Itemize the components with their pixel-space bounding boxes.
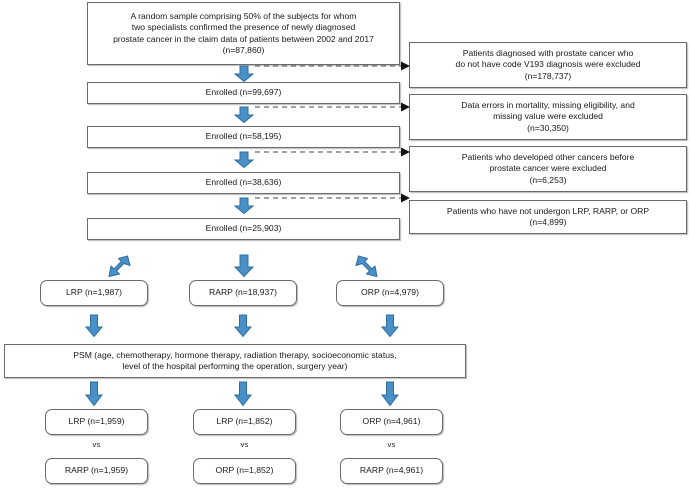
source-line-1: A random sample comprising 50% of the su… — [130, 10, 357, 21]
down-arrow-icon-spine-4 — [233, 197, 255, 215]
node-exclusion-3: Patients who developed other cancers bef… — [409, 146, 687, 192]
node-comparison-3-bottom: RARP (n=4,961) — [340, 458, 443, 484]
psm-line-1: PSM (age, chemotherapy, hormone therapy,… — [73, 349, 397, 360]
exclusion-1-line-3: (n=178,737) — [524, 70, 572, 81]
node-group-orp: ORP (n=4,979) — [336, 280, 444, 306]
diagonal-arrow-icon-to-lrp — [107, 255, 131, 278]
down-arrow-icon-lrp-to-psm — [84, 314, 104, 338]
comparison-1-top-label: LRP (n=1,959) — [68, 416, 125, 427]
group-label-rarp: RARP (n=18,937) — [209, 287, 277, 298]
exclusion-4-line-1: Patients who have not undergon LRP, RARP… — [446, 205, 650, 216]
node-exclusion-4: Patients who have not undergon LRP, RARP… — [409, 200, 687, 234]
source-line-3: prostate cancer in the claim data of pat… — [113, 33, 374, 44]
node-comparison-2-top: LRP (n=1,852) — [193, 409, 296, 435]
node-enrolled-1: Enrolled (n=99,697) — [87, 82, 400, 104]
down-arrow-icon-rarp-to-psm — [233, 314, 253, 338]
dashed-connector-exclusion-3 — [255, 146, 411, 158]
comparison-1-vs: vs — [92, 440, 101, 449]
down-arrow-icon-orp-to-psm — [380, 314, 400, 338]
comparison-3-bottom-label: RARP (n=4,961) — [359, 465, 424, 476]
source-line-4: (n=87,860) — [222, 44, 265, 55]
comparison-3-vs: vs — [387, 440, 396, 449]
down-arrow-icon-psm-to-comparison-3 — [380, 381, 400, 407]
exclusion-4-line-2: (n=4,899) — [529, 217, 567, 227]
comparison-2-bottom-label: ORP (n=1,852) — [215, 465, 274, 476]
down-arrow-icon-spine-2 — [233, 106, 255, 124]
node-psm: PSM (age, chemotherapy, hormone therapy,… — [4, 344, 466, 378]
down-arrow-icon-psm-to-comparison-1 — [84, 381, 104, 407]
node-source-population: A random sample comprising 50% of the su… — [87, 2, 400, 65]
down-arrow-icon-spine-3 — [233, 151, 255, 169]
exclusion-1-line-2: do not have code V193 diagnosis were exc… — [455, 59, 641, 70]
dashed-connector-exclusion-1 — [255, 60, 411, 72]
node-comparison-3-top: ORP (n=4,961) — [340, 409, 443, 435]
dashed-connector-exclusion-2 — [255, 101, 411, 113]
comparison-1-bottom-label: RARP (n=1,959) — [64, 465, 129, 476]
exclusion-3-line-2: prostate cancer were excluded — [489, 163, 607, 174]
exclusion-1-line-1: Patients diagnosed with prostate cancer … — [462, 47, 634, 58]
enrolled-label-4: Enrolled (n=25,903) — [205, 223, 282, 234]
dashed-connector-exclusion-4 — [255, 192, 411, 204]
comparison-3-top-label: ORP (n=4,961) — [362, 416, 421, 427]
exclusion-3-line-3: (n=6,253) — [529, 174, 567, 185]
comparison-2-top-label: LRP (n=1,852) — [216, 416, 273, 427]
enrolled-label-2: Enrolled (n=58,195) — [205, 131, 282, 142]
exclusion-2-line-2: missing value were excluded — [493, 111, 603, 122]
down-arrow-icon-to-rarp — [233, 254, 255, 278]
node-enrolled-2: Enrolled (n=58,195) — [87, 126, 400, 148]
enrolled-label-1: Enrolled (n=99,697) — [205, 87, 282, 98]
down-arrow-icon-psm-to-comparison-2 — [233, 381, 253, 407]
psm-line-2: level of the hospital performing the ope… — [122, 361, 348, 371]
down-arrow-icon-spine-1 — [233, 65, 255, 83]
enrolled-label-3: Enrolled (n=38,636) — [205, 177, 282, 188]
node-comparison-1-bottom: RARP (n=1,959) — [45, 458, 148, 484]
node-exclusion-1: Patients diagnosed with prostate cancer … — [409, 42, 687, 88]
exclusion-2-line-3: (n=30,350) — [527, 122, 569, 133]
node-exclusion-2: Data errors in mortality, missing eligib… — [409, 94, 687, 140]
exclusion-2-line-1: Data errors in mortality, missing eligib… — [461, 99, 635, 110]
node-enrolled-4: Enrolled (n=25,903) — [87, 218, 400, 240]
exclusion-3-line-1: Patients who developed other cancers bef… — [461, 151, 635, 162]
node-comparison-1-top: LRP (n=1,959) — [45, 409, 148, 435]
comparison-2-vs: vs — [240, 440, 249, 449]
diagonal-arrow-icon-to-orp — [355, 255, 379, 278]
node-enrolled-3: Enrolled (n=38,636) — [87, 172, 400, 194]
node-group-rarp: RARP (n=18,937) — [189, 280, 297, 306]
node-comparison-2-bottom: ORP (n=1,852) — [193, 458, 296, 484]
group-label-lrp: LRP (n=1,987) — [66, 287, 122, 298]
group-label-orp: ORP (n=4,979) — [361, 287, 419, 298]
node-group-lrp: LRP (n=1,987) — [40, 280, 148, 306]
source-line-2: two specialists confirmed the presence o… — [131, 22, 356, 33]
